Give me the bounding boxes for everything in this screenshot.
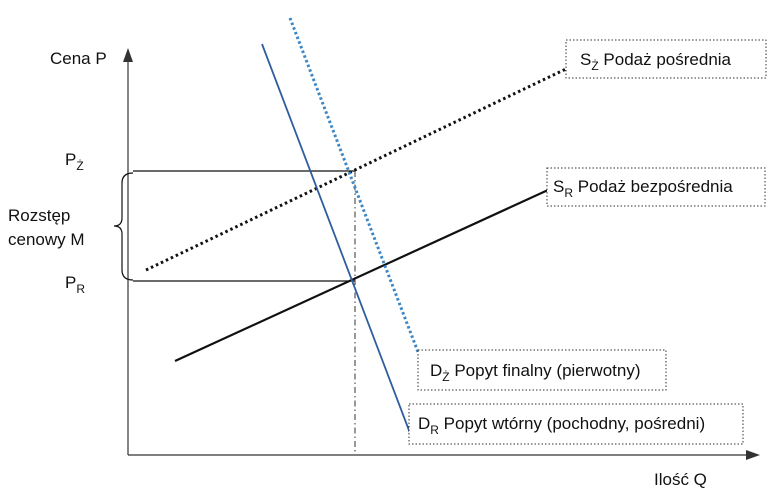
sz-label: SŻ Podaż pośrednia xyxy=(580,50,732,73)
dz-label-box: DŻ Popyt finalny (pierwotny) xyxy=(417,349,667,391)
y-axis-label: Cena P xyxy=(50,49,107,68)
dz-label: DŻ Popyt finalny (pierwotny) xyxy=(430,361,641,384)
dr-label-box: DR Popyt wtórny (pochodny, pośredni) xyxy=(408,403,744,445)
price-guides xyxy=(133,170,356,455)
price-level-labels: PŻ PR xyxy=(65,150,85,296)
y-axis-arrow xyxy=(123,48,133,62)
dz-demand-curve xyxy=(288,17,420,353)
sr-label: SR Podaż bezpośrednia xyxy=(553,177,733,200)
sr-label-box: SR Podaż bezpośrednia xyxy=(546,167,766,207)
pr-label: PR xyxy=(65,273,85,296)
price-range-line1: Rozstęp xyxy=(8,206,70,225)
price-range-label: Rozstęp cenowy M xyxy=(8,206,85,249)
price-range-line2: cenowy M xyxy=(8,230,85,249)
axes: Cena P Ilość Q xyxy=(50,48,760,489)
sz-supply-curve xyxy=(145,66,569,272)
sr-supply-curve xyxy=(174,189,549,362)
pz-label: PŻ xyxy=(65,150,84,173)
price-range-brace xyxy=(113,172,134,281)
dr-label: DR Popyt wtórny (pochodny, pośredni) xyxy=(418,414,705,437)
curves xyxy=(145,17,569,434)
x-axis-label: Ilość Q xyxy=(654,470,707,489)
dr-demand-curve xyxy=(261,43,411,434)
sz-label-box: SŻ Podaż pośrednia xyxy=(565,39,767,79)
x-axis-arrow xyxy=(746,450,760,460)
